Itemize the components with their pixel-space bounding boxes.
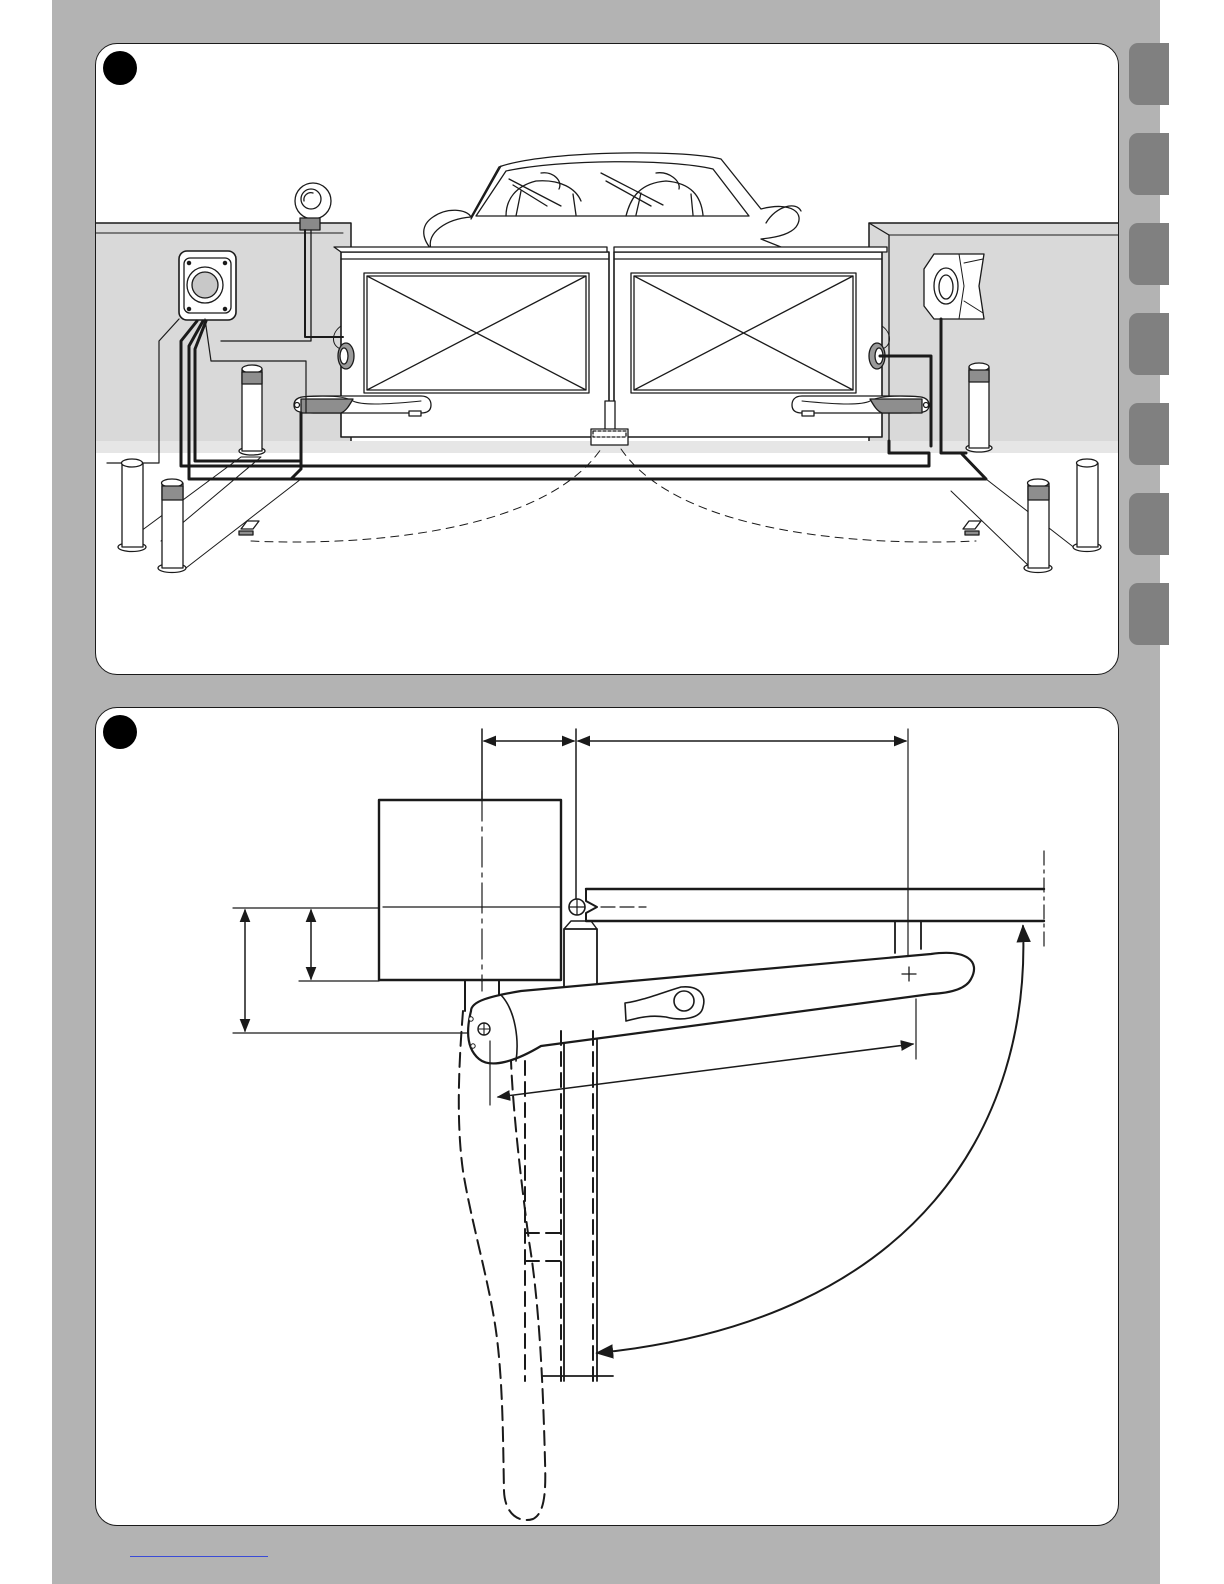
- section-tab-2[interactable]: [1129, 133, 1169, 195]
- photocell-left-icon: [338, 343, 354, 369]
- section-tab-6[interactable]: [1129, 493, 1169, 555]
- post-front-left: [158, 479, 186, 573]
- footer-link-underline[interactable]: [130, 1556, 268, 1557]
- gate-installation-illustration: [96, 44, 1118, 674]
- section-tab-7[interactable]: [1129, 583, 1169, 645]
- post-inner-right: [966, 363, 992, 452]
- section-tab-3[interactable]: [1129, 223, 1169, 285]
- section-tab-4[interactable]: [1129, 313, 1169, 375]
- operator-mounting-dimensions-diagram: [96, 708, 1118, 1525]
- key-selector-icon: [924, 254, 984, 319]
- figure-2-panel: [95, 707, 1119, 1526]
- section-tab-1[interactable]: [1129, 43, 1169, 105]
- section-tab-5[interactable]: [1129, 403, 1169, 465]
- car-icon: [424, 153, 801, 251]
- post-front-right: [1024, 479, 1052, 573]
- gate-operator-left: [294, 396, 431, 416]
- control-unit-icon: [179, 251, 236, 320]
- post-inner-left: [239, 365, 265, 455]
- figure-2-number-dot: [103, 715, 137, 749]
- figure-1-number-dot: [103, 51, 137, 85]
- pillar-block: [379, 800, 561, 980]
- gate-operator-right: [792, 396, 929, 416]
- figure-1-panel: [95, 43, 1119, 675]
- post-outer-left: [118, 459, 146, 552]
- post-outer-right: [1073, 459, 1101, 552]
